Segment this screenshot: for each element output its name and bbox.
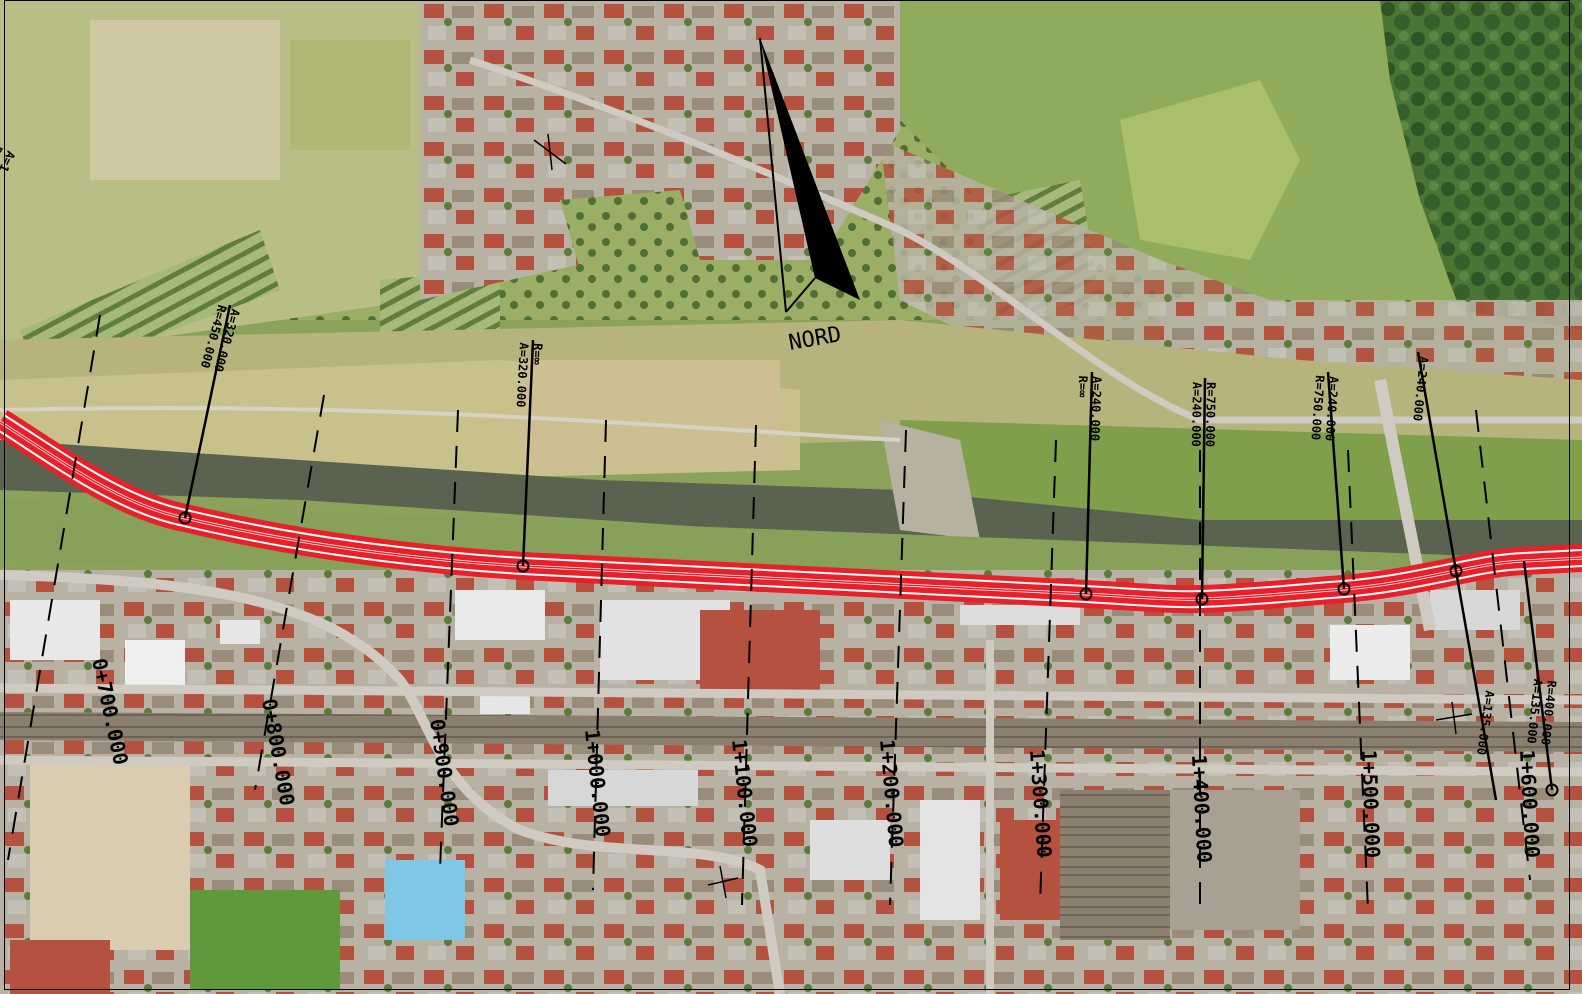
- curve-point-markers: [178, 304, 1559, 801]
- curve-label: A=240.000R=750.000: [1309, 375, 1341, 442]
- station-label: 1+400.000: [1187, 754, 1217, 863]
- curve-point-leader: [1084, 371, 1094, 595]
- curve-label-line: R=750.000: [1203, 382, 1218, 447]
- curve-label-line: R=400.000: [1538, 680, 1559, 746]
- curve-point-leader: [1522, 560, 1554, 791]
- curve-label-line: A=240.000: [1088, 376, 1104, 441]
- station-lines: [7, 314, 1531, 911]
- station-tick-line: [889, 429, 907, 906]
- station-tick-line: [1347, 449, 1369, 911]
- curve-label: R=400.000A=135.000: [1524, 678, 1559, 746]
- station-label: 1+500.000: [1357, 749, 1385, 858]
- roads: [0, 56, 1582, 994]
- road-alignment: [0, 410, 1582, 614]
- station-tick-line: [741, 424, 757, 906]
- railway: [0, 712, 1582, 752]
- urban-area: [0, 570, 1582, 994]
- station-tick-line: [592, 419, 607, 891]
- crosshair-marks: [533, 133, 1473, 899]
- curve-label-line: R=∞: [530, 343, 545, 366]
- curve-point-marker: [516, 559, 530, 573]
- station-tick-line: [1039, 439, 1057, 906]
- curve-label-line: A=240.000: [1189, 382, 1204, 447]
- curve-point-marker: [1545, 783, 1559, 797]
- station-tick-line: [254, 394, 325, 791]
- station-tick-line: [439, 409, 459, 871]
- curve-label: A=240.000: [1410, 356, 1431, 422]
- curve-point-marker: [1337, 582, 1351, 596]
- curve-label-line: A=320.000: [514, 342, 531, 408]
- curve-label-line: R=∞: [1075, 375, 1090, 398]
- station-label: 1+600.000: [1515, 749, 1545, 858]
- curve-point-marker: [1079, 587, 1093, 601]
- curve-label-line: R=750.000: [1309, 375, 1328, 441]
- curve-label-line: A=240.000: [1322, 376, 1341, 442]
- curve-point-leader: [1416, 351, 1458, 572]
- curve-label: A=240.000R=∞: [1074, 375, 1104, 441]
- curve-point-leader: [183, 304, 232, 519]
- curve-point-leader: [1326, 371, 1346, 590]
- curve-point-marker: [1195, 592, 1209, 606]
- station-tick-line: [7, 314, 101, 861]
- curve-label: R=∞A=320.000: [514, 342, 545, 408]
- curve-point-marker: [178, 511, 192, 525]
- curve-label: R=750.000A=240.000: [1189, 382, 1218, 448]
- curve-point-leader: [1200, 377, 1207, 600]
- curve-point-leader: [521, 339, 535, 567]
- station-tick-line: [1475, 409, 1531, 881]
- curve-label-line: A=240.000: [1410, 356, 1431, 422]
- curve-label-line: A=135.000: [1524, 678, 1545, 744]
- curve-point-leader: [1454, 570, 1498, 801]
